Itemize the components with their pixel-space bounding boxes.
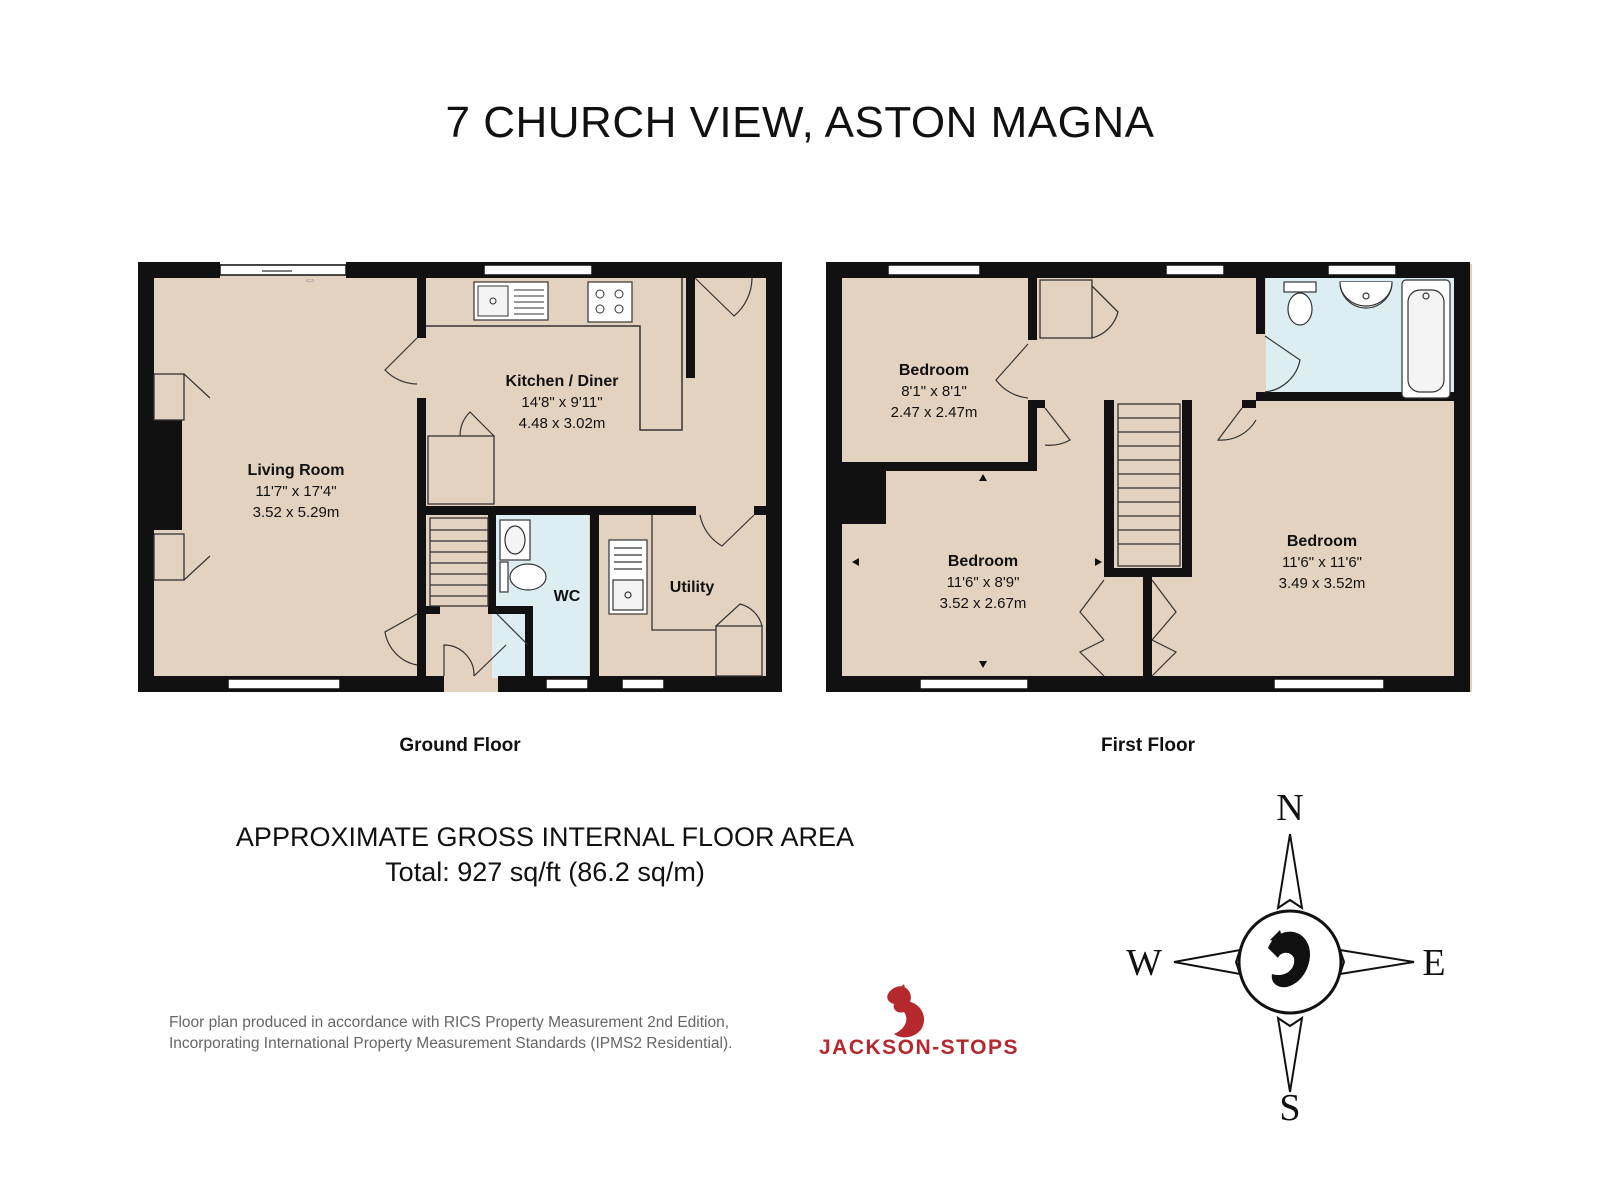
living-room-metric: 3.52 x 5.29m	[253, 504, 340, 521]
first-interior-walls	[842, 278, 1456, 676]
kitchen-name: Kitchen / Diner	[506, 373, 619, 390]
jackson-stops-logo-icon	[887, 984, 925, 1038]
compass-north: N	[1276, 787, 1303, 829]
ground-doors	[183, 277, 763, 677]
bedroom2-imperial: 11'6" x 8'9"	[947, 574, 1020, 591]
disclaimer: Floor plan produced in accordance with R…	[169, 1012, 732, 1054]
brand-name: JACKSON-STOPS	[819, 1036, 1019, 1059]
disclaimer-line-1: Floor plan produced in accordance with R…	[169, 1014, 730, 1031]
first-floor-label: First Floor	[1101, 735, 1195, 756]
ground-floor-fill	[138, 264, 782, 692]
wc-name: WC	[554, 588, 581, 605]
compass-rose-icon	[1173, 833, 1415, 1093]
bedroom3-metric: 3.49 x 3.52m	[1279, 575, 1366, 592]
bedroom1-name: Bedroom	[899, 362, 969, 379]
bathroom-fixtures	[1283, 279, 1451, 399]
kitchen-counters	[426, 278, 683, 431]
bedroom2-name: Bedroom	[948, 553, 1018, 570]
utility-sink	[608, 539, 648, 615]
ground-interior-walls	[417, 278, 766, 676]
first-floor-markers	[852, 474, 1102, 668]
kitchen-hob	[587, 281, 633, 323]
compass-east: E	[1422, 942, 1445, 984]
living-room-name: Living Room	[248, 462, 345, 479]
kitchen-sink	[473, 281, 549, 321]
landing-cupboard	[1039, 279, 1119, 339]
first-wardrobes	[1078, 579, 1178, 677]
kitchen-imperial: 14'8" x 9'11"	[521, 394, 602, 411]
first-windows	[887, 264, 1397, 690]
bedroom3-name: Bedroom	[1287, 533, 1357, 550]
page-title: 7 CHURCH VIEW, ASTON MAGNA	[445, 98, 1155, 147]
area-heading: APPROXIMATE GROSS INTERNAL FLOOR AREA	[235, 822, 855, 852]
ground-cupboards	[153, 373, 763, 677]
ground-floor-label: Ground Floor	[399, 735, 521, 756]
area-total: Total: 927 sq/ft (86.2 sq/m)	[385, 857, 705, 887]
utility-name: Utility	[670, 579, 715, 596]
living-room-imperial: 11'7" x 17'4"	[255, 483, 336, 500]
svg-text:⇔: ⇔	[303, 271, 317, 287]
bedroom1-metric: 2.47 x 2.47m	[891, 404, 978, 421]
bedroom2-metric: 3.52 x 2.67m	[940, 595, 1027, 612]
bedroom1-imperial: 8'1" x 8'1"	[901, 383, 967, 400]
disclaimer-line-2: Incorporating International Property Mea…	[169, 1035, 733, 1052]
ground-windows	[219, 264, 665, 690]
first-floor-plan: Bedroom 8'1" x 8'1" 2.47 x 2.47m Bedroom…	[826, 262, 1472, 692]
bedroom3-imperial: 11'6" x 11'6"	[1282, 554, 1362, 571]
ground-floor-plan: ⇔	[138, 262, 782, 692]
kitchen-metric: 4.48 x 3.02m	[519, 415, 606, 432]
compass-west: W	[1126, 942, 1162, 984]
first-doors	[995, 335, 1301, 446]
compass-south: S	[1279, 1087, 1300, 1129]
wc-fixtures	[499, 519, 547, 593]
first-stairs	[1117, 403, 1181, 567]
ground-stairs	[429, 517, 489, 607]
